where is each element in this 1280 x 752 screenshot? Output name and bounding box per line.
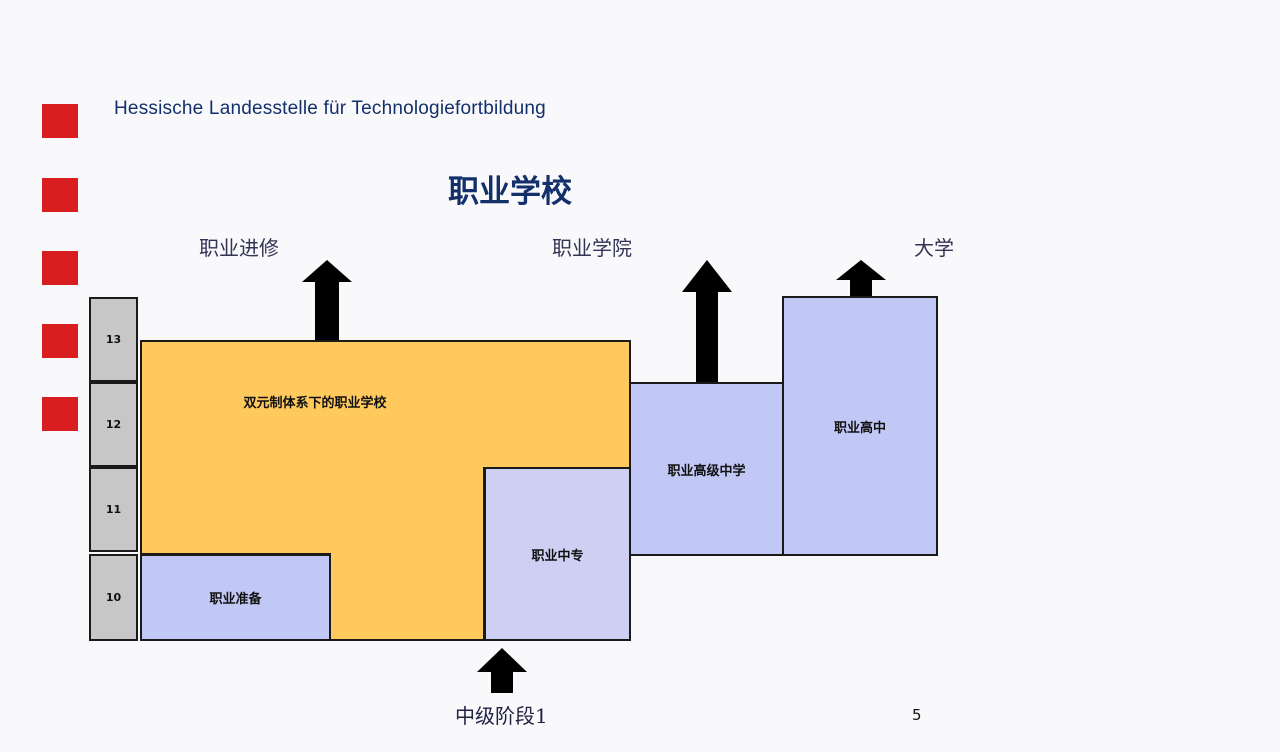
bullet-square-1 [42,104,78,138]
arrow-up-icon-entry [477,648,527,693]
arrow-up-icon-further [302,260,352,342]
bullet-square-2 [42,178,78,212]
grade-10: 10 [89,554,138,641]
block-vocational-senior: 职业高级中学 [629,382,784,556]
block-vocational-high: 职业高中 [782,296,938,556]
bullet-square-5 [42,397,78,431]
route-label-academy: 职业学院 [552,236,632,260]
route-label-further: 职业进修 [199,236,279,260]
slide-title: 职业学校 [448,174,572,210]
page-number: 5 [912,706,922,724]
block-vocational-prep: 职业准备 [140,554,331,641]
entry-label: 中级阶段1 [455,704,548,728]
arrow-up-icon-academy [682,260,732,386]
grade-11: 11 [89,467,138,552]
grade-13: 13 [89,297,138,382]
organization-name: Hessische Landesstelle für Technologiefo… [114,98,546,119]
dual-system-label: 双元制体系下的职业学校 [243,396,387,411]
bullet-square-3 [42,251,78,285]
block-vocational-secondary: 职业中专 [484,467,631,641]
route-label-university: 大学 [914,236,954,260]
grade-12: 12 [89,382,138,467]
bullet-square-4 [42,324,78,358]
arrow-up-icon-university [836,260,886,300]
